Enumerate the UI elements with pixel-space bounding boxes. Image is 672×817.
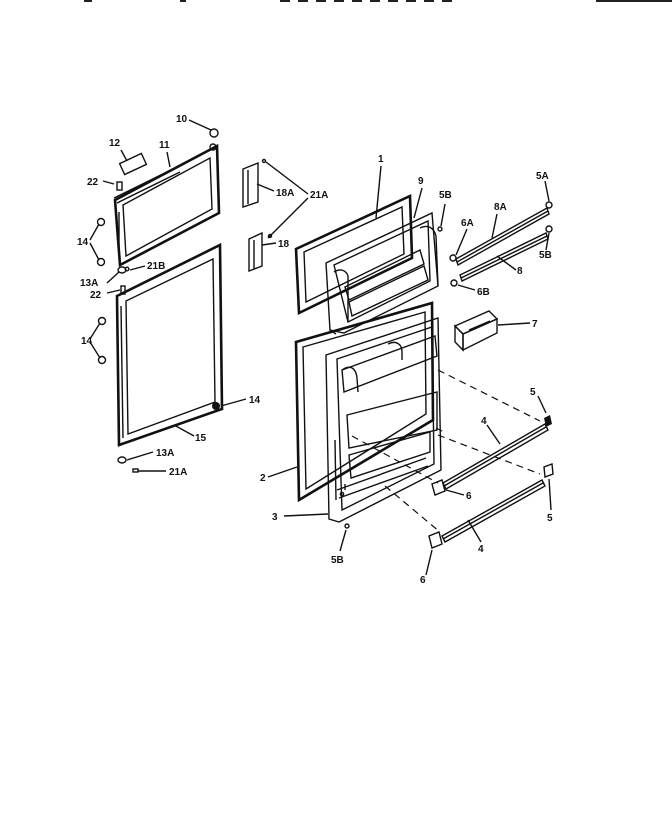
part-6-end-cap — [431, 479, 446, 496]
part-6-end-cap — [428, 531, 443, 549]
callout-18A: 18A — [276, 188, 294, 199]
callout-4: 4 — [478, 544, 484, 555]
fresh-food-door-gasket — [115, 242, 224, 447]
callout-8: 8 — [517, 266, 523, 277]
callout-15: 15 — [195, 433, 207, 444]
leader-lines — [89, 119, 552, 576]
hinge-screw — [267, 233, 273, 239]
part-5B-clip — [545, 225, 553, 233]
shelf-bar-4-lower — [441, 479, 546, 543]
hinge-screw — [261, 158, 267, 164]
callout-18: 18 — [278, 239, 290, 250]
callout-1: 1 — [378, 154, 384, 165]
callout-labels: 10 12 11 22 14 13A 21B 22 14 14 15 13A 2… — [77, 114, 553, 586]
callout-14: 14 — [77, 237, 89, 248]
callout-14: 14 — [249, 395, 261, 406]
shelf-bar-8A — [455, 206, 550, 267]
callout-8A: 8A — [494, 202, 507, 213]
callout-22: 22 — [90, 290, 102, 301]
part-6A-end — [449, 254, 457, 262]
callout-5A: 5A — [536, 171, 549, 182]
hinge-18A — [242, 161, 259, 208]
callout-7: 7 — [532, 319, 538, 330]
callout-14: 14 — [81, 336, 93, 347]
part-58-screw — [437, 226, 443, 232]
callout-5B: 5B — [439, 190, 452, 201]
part-14-plug — [96, 217, 106, 227]
callout-5B: 5B — [331, 555, 344, 566]
callout-3: 3 — [272, 512, 278, 523]
callout-13A: 13A — [80, 278, 98, 289]
part-14-plug — [96, 257, 106, 267]
callout-21A: 21A — [310, 190, 328, 201]
part-14-plug-filled — [212, 402, 220, 410]
callout-12: 12 — [109, 138, 121, 149]
callout-6: 6 — [466, 491, 472, 502]
part-6B-end — [450, 279, 458, 287]
callout-5B: 5B — [539, 250, 552, 261]
callout-22: 22 — [87, 177, 99, 188]
freezer-door-gasket — [113, 143, 221, 268]
bin-7 — [453, 310, 499, 352]
callout-11: 11 — [159, 140, 170, 151]
part-5A-clip — [545, 201, 553, 209]
part-22-screw — [116, 181, 123, 191]
assembly-guide-lines — [351, 369, 541, 533]
callout-10: 10 — [176, 114, 188, 125]
part-58-screw — [344, 523, 350, 529]
callout-21A: 21A — [169, 467, 187, 478]
callout-2: 2 — [260, 473, 266, 484]
callout-9: 9 — [418, 176, 424, 187]
part-14-plug — [97, 316, 107, 326]
part-14-plug — [97, 355, 107, 365]
part-21B-screw — [124, 266, 130, 272]
fresh-food-door-gasket-outer — [294, 301, 435, 503]
callout-6A: 6A — [461, 218, 474, 229]
part-5-retainer — [543, 463, 554, 478]
callout-6: 6 — [420, 575, 426, 586]
part-10-cap — [209, 128, 219, 138]
part-13A-washer — [117, 456, 127, 464]
hinge-18 — [248, 231, 263, 273]
callout-4: 4 — [481, 416, 487, 427]
freezer-shelf-bar — [113, 152, 181, 204]
freezer-door-gasket-outer — [294, 193, 414, 316]
part-5-retainer — [544, 415, 552, 427]
callout-13A: 13A — [156, 448, 174, 459]
fresh-food-door-liner — [325, 317, 442, 523]
hinge-cap — [209, 143, 217, 151]
freezer-door-liner — [325, 211, 439, 335]
callout-6B: 6B — [477, 287, 490, 298]
callout-21B: 21B — [147, 261, 165, 272]
part-21A-screw — [132, 468, 139, 473]
callout-5: 5 — [547, 513, 553, 524]
callout-5: 5 — [530, 387, 536, 398]
